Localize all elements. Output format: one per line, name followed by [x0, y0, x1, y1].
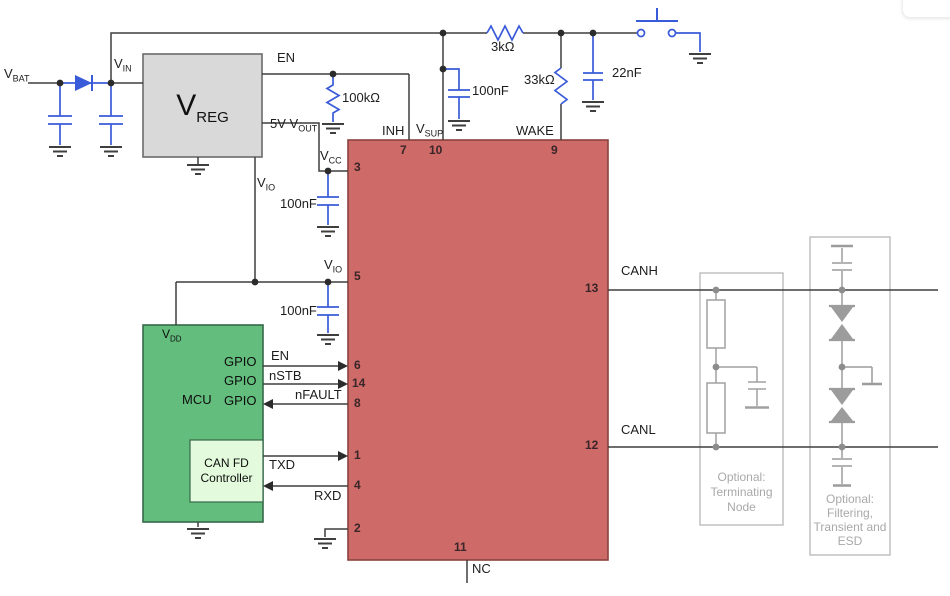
pin-1-number: 1: [354, 448, 361, 462]
nstb-arrow-icon: [338, 379, 348, 389]
vin-label: VIN: [114, 56, 132, 74]
ground-symbol: [447, 120, 471, 131]
esd-filter-note: Optional: Filtering, Transient and ESD: [813, 492, 887, 548]
ground-symbol: [316, 226, 340, 237]
gpio-label-3: GPIO: [224, 393, 257, 408]
resistor-100k-label: 100kΩ: [342, 90, 380, 105]
rxd-arrow-icon: [263, 481, 273, 491]
pin-3-number: 3: [354, 160, 361, 174]
cap-22n-label: 22nF: [612, 65, 642, 80]
signal-arrowheads: [263, 361, 348, 491]
en-arrow-icon: [338, 361, 348, 371]
junction-dots: [56, 29, 597, 286]
pulldown-resistor-100k-symbol: [325, 74, 341, 122]
ground-symbol: [313, 538, 337, 549]
ground-symbol: [186, 528, 210, 539]
cap-vio-label: 100nF: [280, 303, 317, 318]
pin-11-number: 11: [454, 540, 467, 554]
nfault-arrow-icon: [263, 399, 273, 409]
vbat-capacitor-symbol: [48, 83, 72, 145]
can-transceiver-block: [347, 139, 609, 561]
ground-symbol: [581, 101, 605, 112]
nc-label: NC: [472, 561, 491, 576]
wake-capacitor-22n-symbol: [583, 33, 603, 100]
vsup-label: VSUP: [416, 121, 444, 139]
pin-5-number: 5: [354, 269, 361, 283]
vio-pin-label: VIO: [324, 257, 343, 275]
resistor-3k-label: 3kΩ: [491, 39, 515, 54]
pin-10-number: 10: [429, 143, 443, 157]
canfd-controller-block: [189, 439, 264, 503]
resistor-33k-label: 33kΩ: [524, 72, 555, 87]
reverse-diode-symbol: [60, 75, 111, 91]
nstb-signal-label: nSTB: [269, 368, 302, 383]
gpio-label-1: GPIO: [224, 354, 257, 369]
vio-capacitor-symbol: [317, 282, 339, 333]
canh-label: CANH: [621, 263, 658, 278]
mcu-title: MCU: [182, 392, 212, 407]
ground-symbol: [48, 146, 72, 157]
pin-4-number: 4: [354, 478, 361, 492]
esd-ground-symbol: [842, 366, 882, 386]
vdd-label: VDD: [162, 327, 182, 344]
vreg-block-label: VREG: [176, 88, 229, 126]
pin-12-number: 12: [585, 438, 599, 452]
esd-filter-network: [829, 244, 882, 487]
canh-filter-capacitor-symbol: [831, 244, 853, 290]
pin-14-number: 14: [352, 376, 366, 390]
terminating-node-box: [699, 272, 784, 526]
pin-9-number: 9: [551, 143, 558, 157]
blue-components: [48, 8, 701, 333]
gray-junction-dots: [712, 286, 846, 451]
vbat-label: VBAT: [4, 66, 30, 84]
screenshot-artifact: [902, 0, 950, 18]
nfault-signal-label: nFAULT: [295, 387, 342, 402]
cap-vsup-label: 100nF: [472, 83, 509, 98]
gpio-label-2: GPIO: [224, 373, 257, 388]
en-signal-label: EN: [271, 348, 290, 363]
wake-resistor-33k-symbol: [553, 67, 569, 105]
pin-7-number: 7: [400, 143, 407, 157]
pin-6-number: 6: [354, 358, 361, 372]
termination-capacitor-symbol: [716, 366, 769, 409]
canl-filter-capacitor-symbol: [832, 447, 852, 487]
series-resistor-3k-symbol: [486, 24, 524, 42]
terminating-node-note: Optional: Terminating Node: [710, 470, 773, 514]
txd-arrow-icon: [338, 451, 348, 461]
vcc-label: VCC: [320, 148, 342, 166]
vreg-en-label: EN: [277, 50, 296, 65]
tvs-diode-symbol-lower: [829, 367, 855, 447]
pin-2-number: 2: [354, 521, 361, 535]
vcc-capacitor-symbol: [317, 171, 339, 225]
vout-5v-label: 5V VOUT: [270, 116, 318, 134]
pushbutton-switch-symbol: [636, 8, 701, 52]
ground-symbol: [99, 146, 123, 157]
txd-signal-label: TXD: [269, 457, 295, 472]
ground-symbol: [321, 123, 345, 134]
vsup-capacitor-symbol: [443, 68, 470, 119]
tvs-diode-symbol-upper: [829, 290, 855, 367]
ground-symbol: [186, 164, 210, 175]
canfd-controller-label: CAN FD Controller: [200, 456, 253, 485]
mcu-signal-wires: [197, 365, 348, 537]
pin-13-number: 13: [585, 281, 599, 295]
vreg-block: [142, 53, 263, 158]
canl-label: CANL: [621, 422, 656, 437]
cap-vcc-label: 100nF: [280, 196, 317, 211]
ground-symbol: [316, 334, 340, 345]
can-bus-wires: [608, 289, 938, 448]
rxd-signal-label: RXD: [314, 488, 342, 503]
vio-net-label: VIO: [257, 175, 276, 193]
inh-label: INH: [382, 123, 405, 138]
vin-capacitor-symbol: [99, 83, 123, 145]
pin-8-number: 8: [354, 396, 361, 410]
wake-label: WAKE: [516, 123, 554, 138]
ground-symbol: [688, 53, 712, 64]
